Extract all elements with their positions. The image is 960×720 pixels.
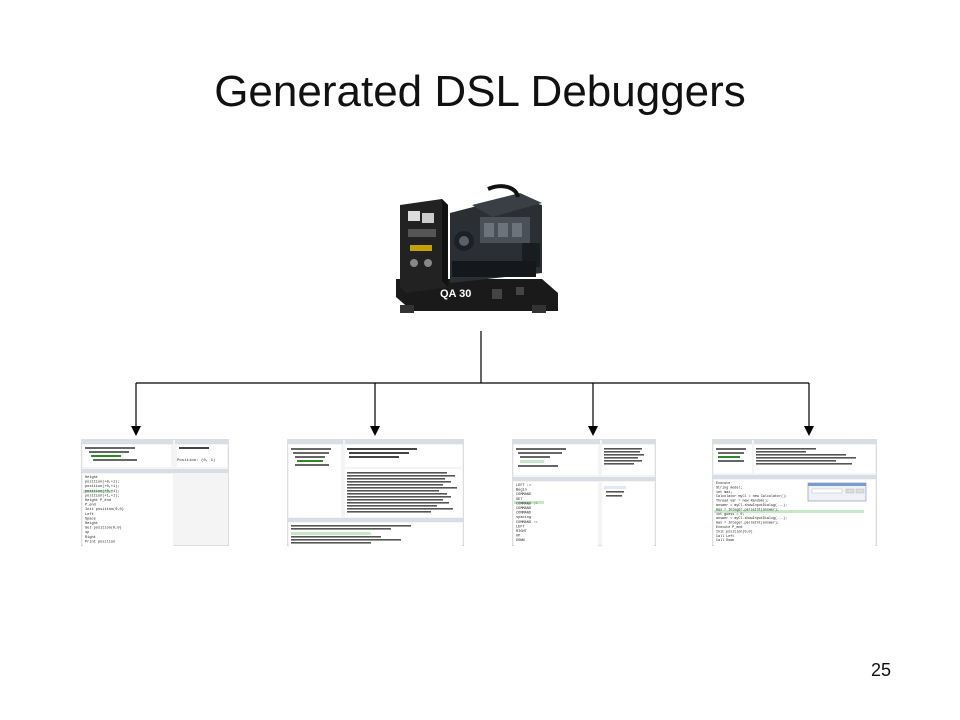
debugger-screenshot-2: [287, 439, 464, 546]
editor-line: Space: [85, 517, 96, 521]
editor-line: String model;: [716, 485, 742, 490]
editor-line: RIGHT: [516, 530, 528, 534]
editor-line: max = Integer.parseInt(answer);: [716, 521, 779, 526]
editor-line: P_end: [85, 503, 96, 508]
editor-line: LEFT: [516, 525, 525, 529]
editor-line: Init position(0,0): [716, 529, 753, 534]
page-number: 25: [870, 660, 891, 680]
arrowhead-3: [588, 426, 598, 436]
generator-model-label: QA 30: [440, 288, 471, 300]
editor-line: Init position(0,0): [85, 507, 124, 512]
editor-line: position(+0,+1);: [85, 484, 120, 489]
editor-line: Execute P_end: [716, 525, 742, 530]
editor-line: Thread var = new Random();: [716, 499, 769, 504]
editor-line: spacing: [516, 515, 531, 520]
editor-line: answer = myCl.showInputDialog(...);: [716, 503, 787, 508]
slide-title: Generated DSL Debuggers: [214, 67, 746, 116]
arrowhead-1: [131, 426, 141, 436]
editor-line: COMMAND: [516, 512, 531, 516]
editor-line: up: [85, 531, 89, 535]
editor-line: COMMAND: [516, 507, 531, 511]
editor-line: Print position: [85, 539, 115, 544]
editor-line: Left: [85, 512, 94, 517]
editor-line: Right: [85, 535, 96, 540]
editor-line: int max;: [716, 490, 732, 495]
editor-line: Call Left: [716, 534, 734, 539]
editor-line: COMMAND: [516, 493, 531, 497]
editor-line: max = Integer.parseInt(answer);: [716, 507, 779, 512]
editor-line: position(+1,+1);: [85, 493, 120, 498]
variables-value-1: Position: (0, 1): [177, 458, 215, 463]
editor-line: int guess = 0;: [716, 512, 745, 517]
editor-line: COMMAND :=: [516, 502, 538, 506]
editor-line: Calculator myCl = new Calculator();: [716, 494, 787, 499]
editor-line: Height: [85, 521, 98, 526]
arrowhead-2: [370, 426, 380, 436]
editor-line: DOWN: [516, 539, 525, 543]
generator-image: QA 30: [392, 183, 562, 331]
editor-line: Height: [85, 475, 98, 480]
editor-line: LEFT :=: [516, 484, 531, 488]
editor-line: Begin: [516, 488, 527, 493]
editor-line: answer = myCl.showInputDialog(...);: [716, 516, 787, 521]
arrowhead-4: [804, 426, 814, 436]
editor-line: COMMAND :=: [516, 521, 538, 525]
editor-line: Call Down: [716, 538, 734, 543]
editor-line: Set position(0,0): [85, 526, 122, 531]
editor-line: Execute: [716, 482, 730, 486]
editor-line: UP: [516, 535, 520, 539]
editor-line: position(+0,+1);: [85, 489, 120, 494]
editor-line: SET: [516, 498, 523, 502]
editor-line: Height P_end: [85, 498, 111, 503]
editor-line: position(+0,+1);: [85, 480, 120, 485]
